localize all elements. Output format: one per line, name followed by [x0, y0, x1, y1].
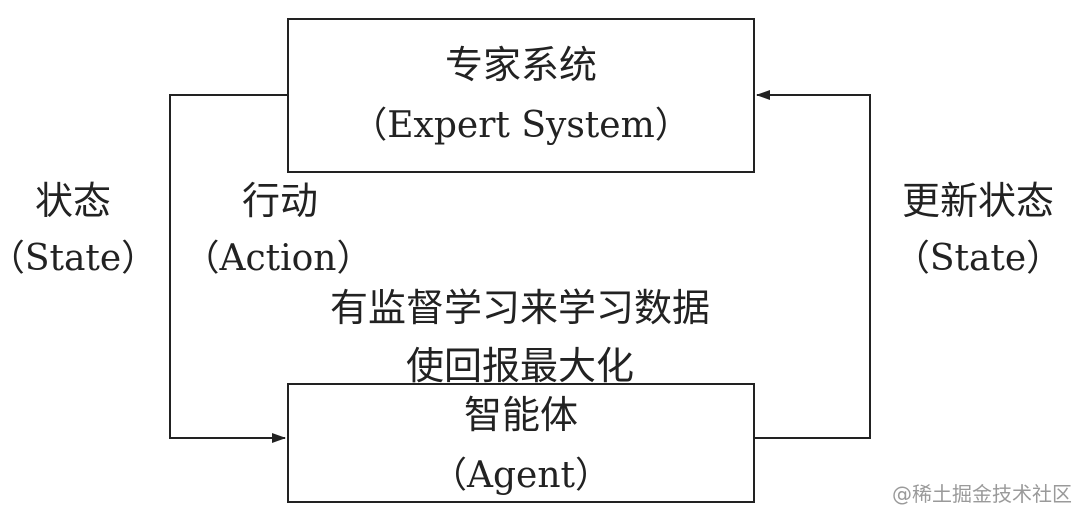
agent-title-en: （Agent） — [430, 455, 612, 496]
agent-box — [287, 383, 755, 503]
state-label-zh: 状态 — [34, 179, 112, 223]
center-description-line1: 有监督学习来学习数据 — [329, 286, 711, 330]
updated-state-label-zh: 更新状态 — [901, 179, 1055, 223]
state-arrow-left — [169, 94, 287, 443]
watermark: @稀土掘金技术社区 — [892, 482, 1072, 506]
updated-state-label-en: （State） — [893, 238, 1063, 279]
center-description-line2: 使回报最大化 — [405, 344, 635, 388]
expert-system-title-en: （Expert System） — [351, 105, 691, 146]
expert-system-title-zh: 专家系统 — [444, 43, 598, 87]
state-label-en: （State） — [0, 238, 158, 279]
expert-system-box — [287, 18, 755, 173]
agent-title-zh: 智能体 — [463, 393, 579, 437]
action-label-zh: 行动 — [241, 179, 319, 223]
action-label-en: （Action） — [183, 238, 373, 279]
state-arrow-right — [755, 90, 871, 439]
